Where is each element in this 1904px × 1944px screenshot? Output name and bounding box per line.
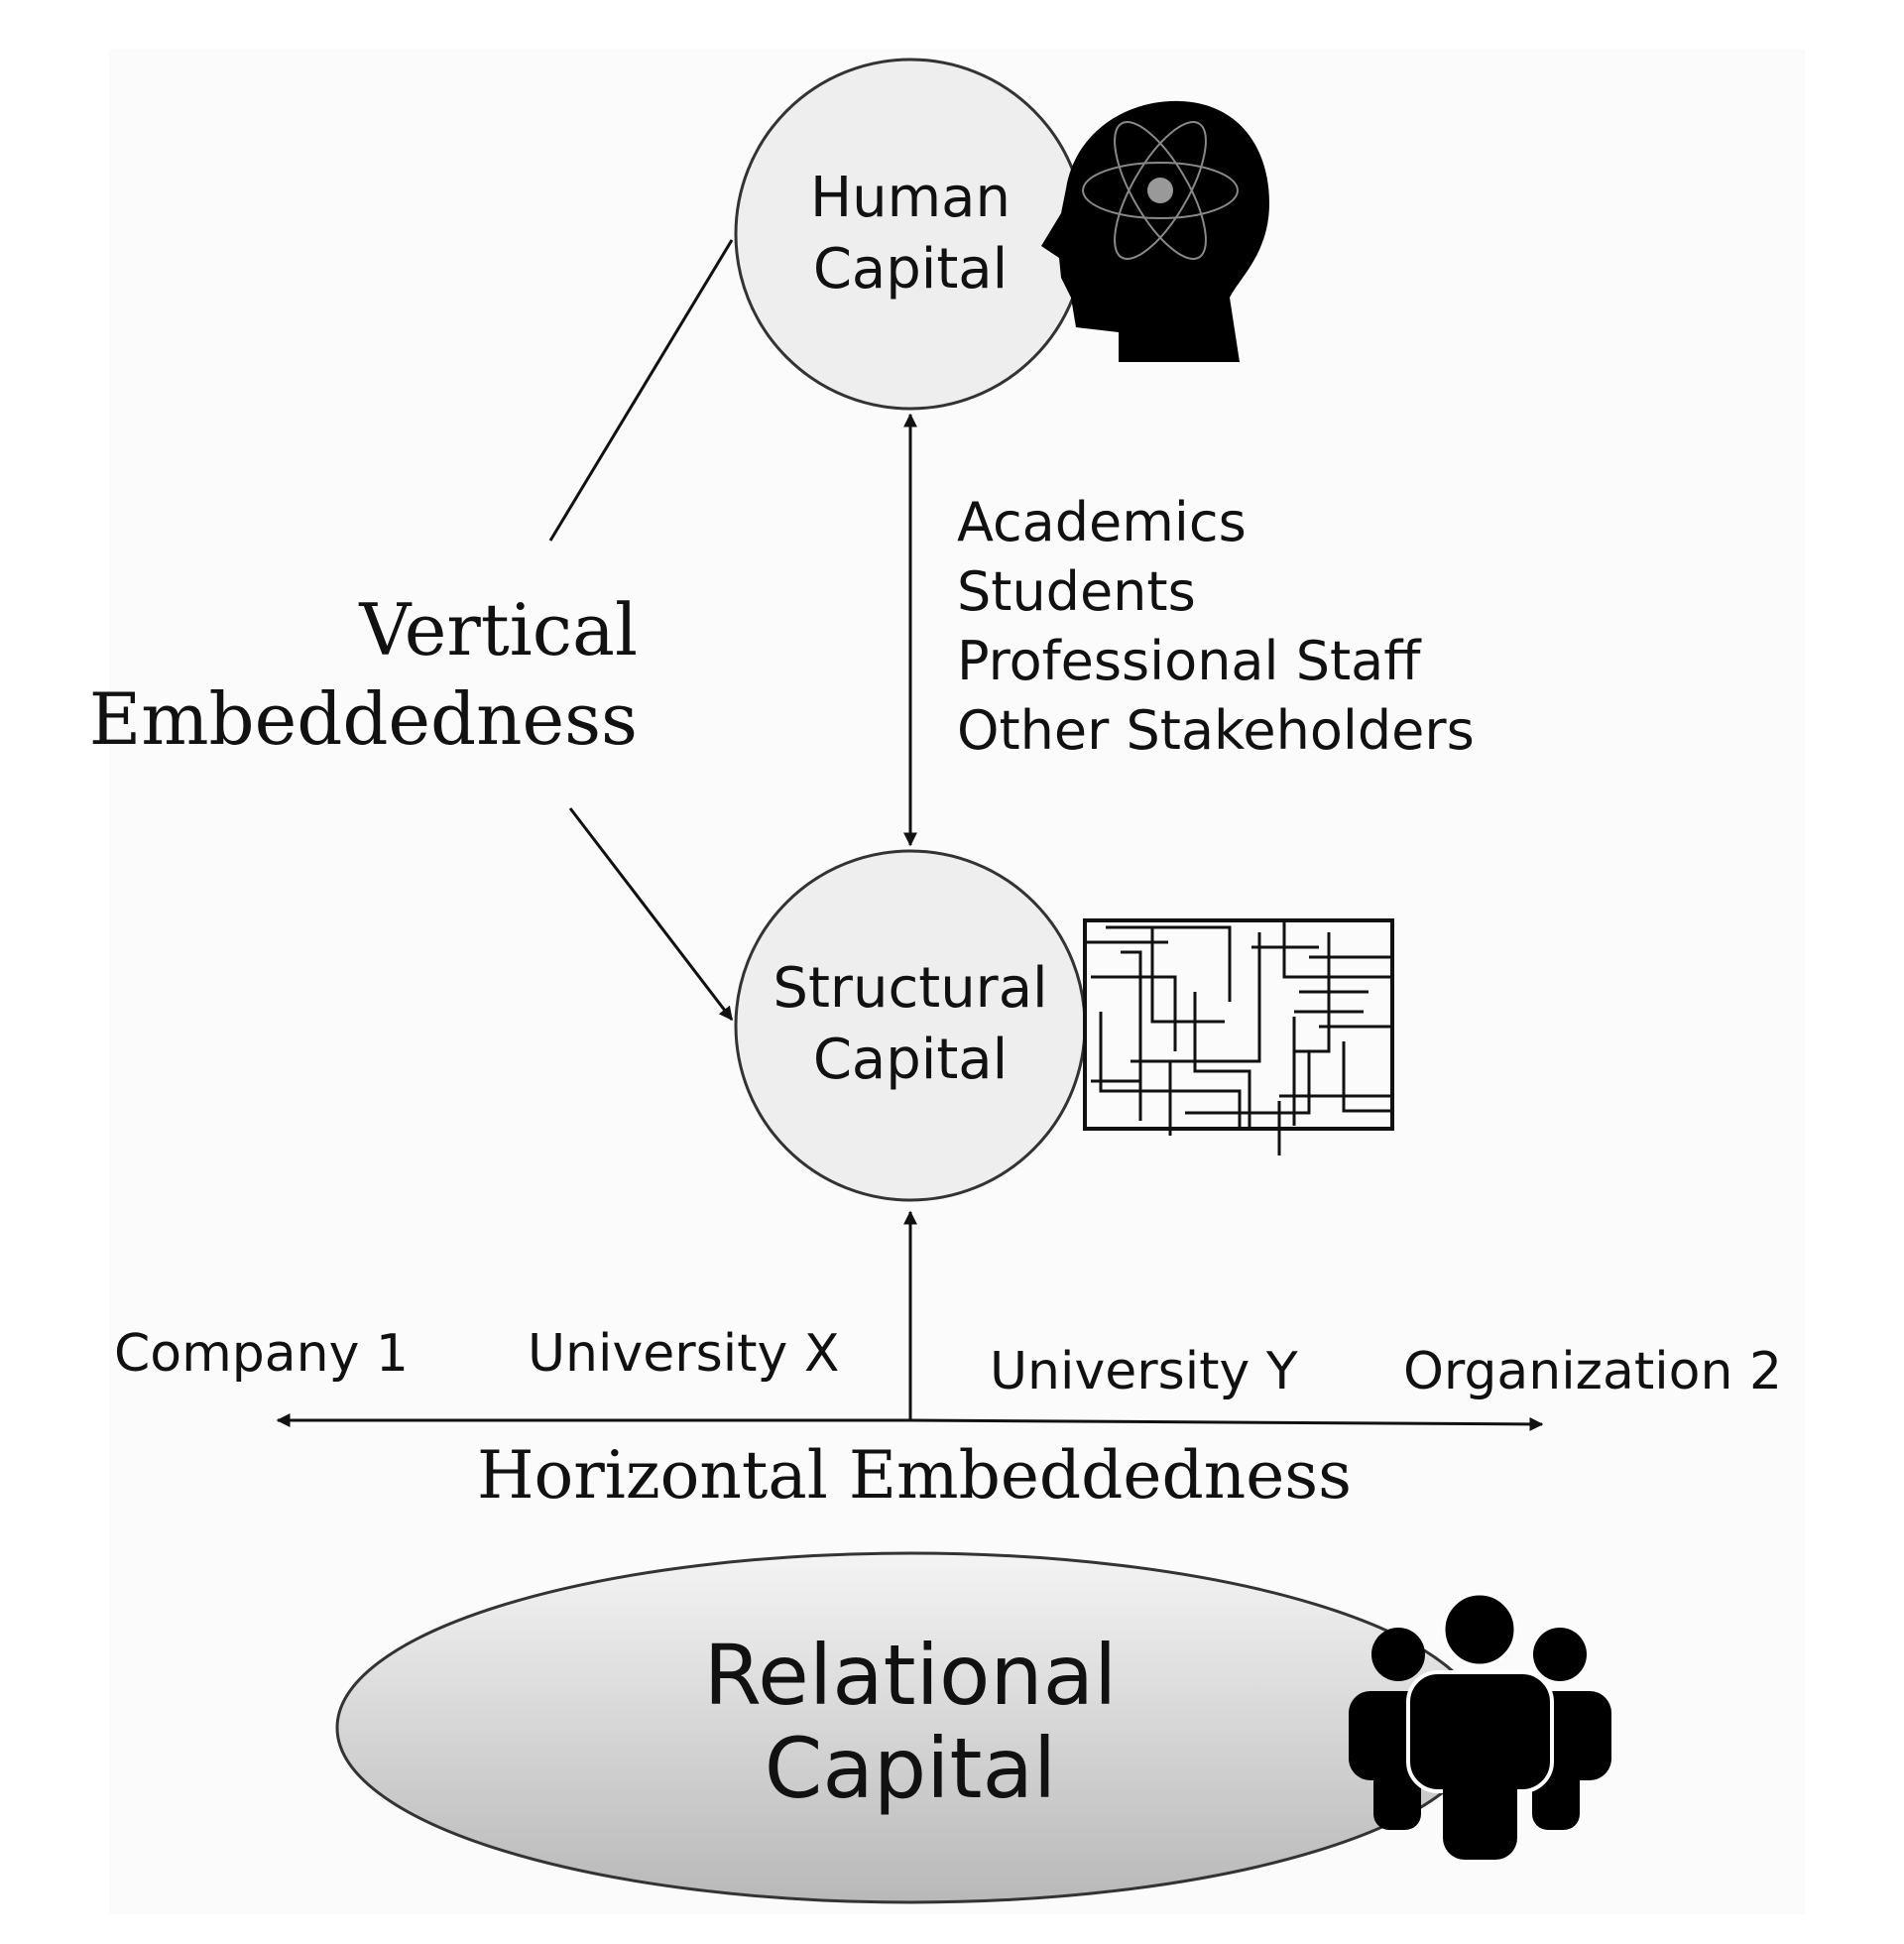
human-capital-line1: Human	[810, 166, 1011, 230]
human-capital-node: Human Capital	[734, 58, 1087, 411]
horizontal-arrow-right	[909, 1416, 1544, 1431]
vertical-label-line1: Vertical	[358, 588, 638, 671]
entity-university-x: University X	[528, 1324, 839, 1384]
entity-organization-2: Organization 2	[1403, 1342, 1782, 1401]
relational-capital-line1: Relational	[704, 1627, 1118, 1724]
relational-capital-line2: Capital	[765, 1720, 1057, 1817]
vertical-label-line2: Embeddedness	[89, 677, 638, 761]
group-of-people-icon	[1349, 1592, 1611, 1860]
human-capital-line2: Capital	[813, 237, 1008, 302]
actor-academics: Academics	[957, 491, 1247, 553]
head-with-atom-icon	[1041, 100, 1269, 362]
maze-icon	[1083, 918, 1394, 1155]
entity-company-1: Company 1	[114, 1324, 409, 1384]
vertical-line-to-human	[548, 239, 734, 542]
structural-capital-line2: Capital	[813, 1028, 1008, 1092]
horizontal-label: Horizontal Embeddedness	[477, 1437, 1352, 1514]
actor-professional-staff: Professional Staff	[957, 630, 1422, 692]
entity-university-y: University Y	[990, 1342, 1298, 1401]
vertical-arrow-to-structural	[568, 807, 734, 1022]
human-actors-list: Academics Students Professional Staff Ot…	[957, 491, 1475, 762]
actor-other-stakeholders: Other Stakeholders	[957, 699, 1475, 762]
relational-capital-node: Relational Capital	[335, 1551, 1486, 1904]
structural-capital-line1: Structural	[773, 956, 1047, 1021]
actor-students: Students	[957, 560, 1196, 623]
structural-capital-node: Structural Capital	[734, 849, 1087, 1202]
